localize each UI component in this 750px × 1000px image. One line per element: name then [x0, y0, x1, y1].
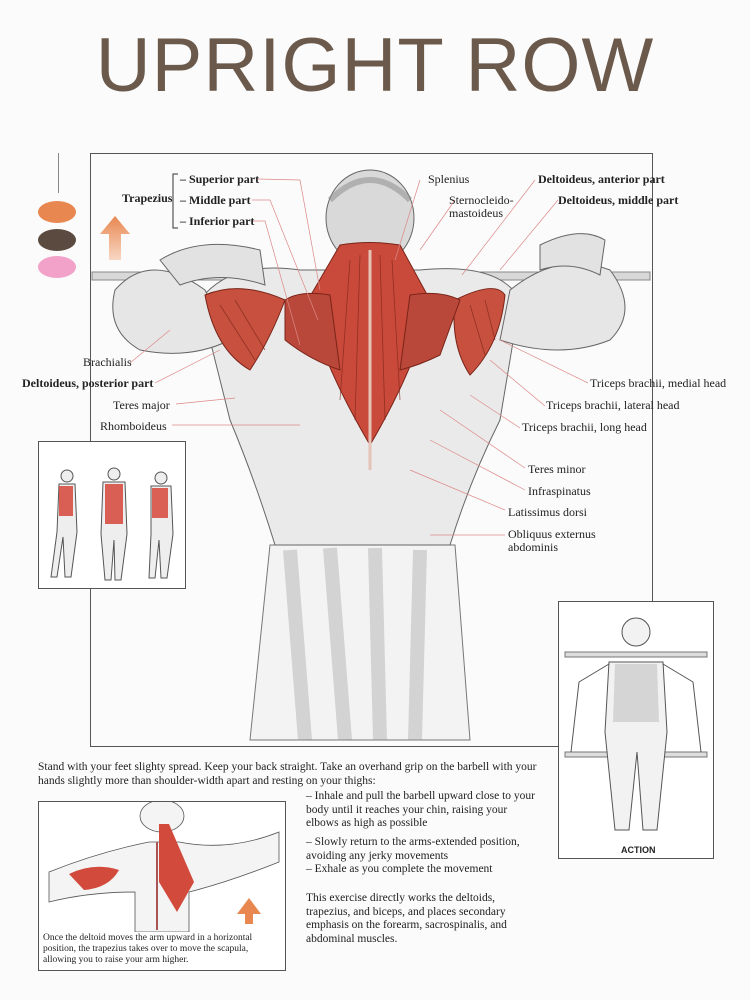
label-triceps-long: Triceps brachii, long head [522, 420, 647, 434]
instruction-step-3: – Exhale as you complete the movement [306, 863, 493, 875]
label-deltoideus-middle: Deltoideus, middle part [558, 193, 679, 207]
label-deltoideus-anterior: Deltoideus, anterior part [538, 172, 665, 186]
instruction-step-1: – Inhale and pull the barbell upward clo… [306, 790, 535, 829]
label-brachialis: Brachialis [83, 355, 132, 369]
label-sternocleidomastoideus: Sternocleido- mastoideus [449, 193, 514, 220]
trapezius-bracket [172, 173, 178, 229]
label-obliquus-externus: Obliquus externus abdominis [508, 527, 596, 554]
label-splenius: Splenius [428, 172, 470, 186]
shoulder-inset-caption: Once the deltoid moves the arm upward in… [43, 933, 253, 965]
action-inset: ACTION [558, 601, 714, 859]
label-latissimus-dorsi: Latissimus dorsi [508, 505, 588, 519]
label-triceps-medial: Triceps brachii, medial head [590, 376, 727, 390]
action-label: ACTION [621, 845, 656, 855]
orange-oval-icon [38, 201, 76, 223]
up-arrow-icon [100, 216, 130, 260]
exercise-summary: This exercise directly works the deltoid… [306, 892, 507, 945]
label-teres-major: Teres major [113, 398, 170, 412]
page-title: UPRIGHT ROW [95, 23, 655, 108]
label-superior-part: – Superior part [180, 172, 260, 186]
label-rhomboideus: Rhomboideus [100, 419, 167, 433]
label-inferior-part: – Inferior part [180, 214, 255, 228]
shoulder-anatomy-illustration [48, 799, 280, 933]
dark-brown-oval-icon [38, 229, 76, 251]
muscle-figures-illustration [50, 467, 174, 581]
shoulder-inset: Once the deltoid moves the arm upward in… [38, 799, 286, 971]
label-infraspinatus: Infraspinatus [528, 484, 591, 498]
action-figure-illustration [564, 617, 708, 831]
label-trapezius: Trapezius [122, 191, 173, 205]
pink-oval-icon [38, 256, 76, 278]
label-middle-part: – Middle part [180, 193, 251, 207]
instructions-intro: Stand with your feet slighty spread. Kee… [38, 761, 537, 787]
instruction-step-2: – Slowly return to the arms-extended pos… [306, 836, 520, 862]
three-figures-inset [38, 441, 186, 589]
label-teres-minor: Teres minor [528, 462, 586, 476]
label-triceps-lateral: Triceps brachii, lateral head [546, 398, 680, 412]
frame-tick [58, 153, 69, 193]
label-deltoideus-posterior: Deltoideus, posterior part [22, 376, 154, 390]
